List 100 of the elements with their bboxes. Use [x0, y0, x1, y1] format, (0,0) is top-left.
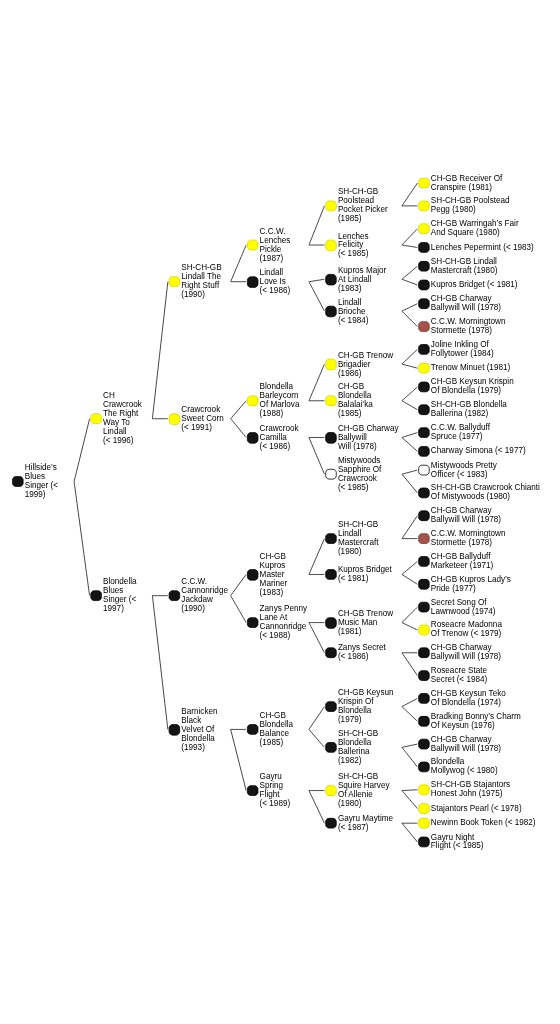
- node-label: CH-GB Warringah’s Fair And Square (1980): [430, 218, 519, 237]
- node-label: Gayru Spring Flight (< 1989): [259, 771, 291, 808]
- node-label: Hillside’s Blues Singer (< 1999): [24, 462, 59, 499]
- node-label: CH-GB Keysun Krispin Of Blondella (1979): [337, 687, 394, 724]
- node-label: Blondella Mollywog (< 1980): [430, 756, 498, 775]
- connector: [308, 728, 325, 748]
- node-label: Blondella Blues Singer (< 1997): [103, 576, 137, 613]
- connector: [401, 205, 418, 206]
- node-label: Kupros Major At Lindall (1983): [337, 265, 387, 293]
- connector: [152, 594, 169, 596]
- connector: [401, 537, 418, 539]
- connector: [308, 789, 325, 824]
- connector: [152, 280, 169, 419]
- node-label: CH-GB Charway Ballywill Will (1978): [430, 642, 501, 661]
- node-label: Joline Inkling Of Follytower (1984): [430, 339, 494, 358]
- node-label: C.C.W. Lenches Pickle (1987): [259, 226, 291, 263]
- node-label: CH-GB Kupros Master Mariner (1983): [259, 551, 288, 597]
- node-label: Secret Song Of Lawnwood (1974): [430, 597, 496, 616]
- node-label: CH-GB Keysun Teko Of Blondella (1974): [430, 688, 506, 707]
- connector: [73, 480, 90, 596]
- node-label: Charway Simona (< 1977): [430, 445, 526, 455]
- node-label: Lenches Felicity (< 1985): [337, 231, 369, 258]
- node-label: Lenches Pepermint (< 1983): [430, 242, 534, 252]
- connector: [308, 436, 325, 438]
- node-label: CH Crawcrook The Right Way To Lindall (< 1996): [103, 390, 142, 445]
- node-label: Stajantors Pearl (< 1978): [430, 803, 522, 813]
- connector: [230, 728, 247, 730]
- node-label: CH-GB Keysun Krispin Of Blondella (1979): [430, 376, 514, 395]
- node-label: C.C.W. Morningtown Stormette (1978): [430, 528, 506, 547]
- node-label: SH-CH-GB Lindall Mastercraft (1980): [430, 256, 498, 275]
- connector: [401, 573, 418, 585]
- connector: [401, 788, 418, 791]
- node-label: CH-GB Blondella Balance (1985): [259, 710, 294, 747]
- node-label: Roseacre Madonna Of Trenow (< 1979): [430, 619, 502, 638]
- connector: [308, 280, 325, 311]
- connector: [230, 573, 247, 596]
- connector: [401, 651, 418, 676]
- connector: [230, 594, 247, 623]
- node-label: C.C.W. Morningtown Stormette (1978): [430, 316, 506, 335]
- connector: [401, 348, 418, 364]
- connector: [401, 302, 418, 311]
- connector: [308, 436, 325, 475]
- connector: [401, 431, 418, 438]
- connector: [308, 278, 325, 282]
- node-label: Bradking Bonny’s Charm Of Keysun (1976): [430, 711, 521, 730]
- node-label: Kupros Bridget (< 1981): [337, 564, 392, 583]
- connector: [308, 537, 325, 575]
- connector: [401, 182, 418, 206]
- connector: [73, 417, 90, 482]
- node-label: SH-CH-GB Poolstead Pegg (1980): [430, 195, 510, 214]
- node-label: SH-CH-GB Blondella Ballerina (1982): [337, 728, 379, 765]
- node-label: Zanys Secret (< 1986): [337, 642, 386, 661]
- connector: [230, 399, 247, 419]
- connector: [401, 743, 418, 748]
- node-label: Blondella Barleycorn Of Marlova (1988): [259, 381, 300, 418]
- connector: [401, 265, 418, 280]
- node-label: SH-CH-GB Lindall Mastercraft (1980): [337, 519, 379, 556]
- connector: [401, 278, 418, 285]
- connector: [401, 822, 418, 842]
- node-label: Newinn Book Token (< 1982): [430, 817, 536, 827]
- connector: [230, 280, 247, 282]
- node-label: CH-GB Charway Ballywill Will (1978): [430, 293, 501, 312]
- node-label: CH-GB Charway Ballywill Will (1978): [337, 423, 399, 451]
- node-label: CH-GB Receiver Of Cranspire (1981): [430, 173, 503, 192]
- node-label: Mistywoods Sapphire Of Crawcrook (< 1985): [337, 455, 382, 492]
- node-label: Barnicken Black Velvet Of Blondella (1993): [181, 706, 218, 752]
- node-label: CH-GB Blondella Balalai’ka (1985): [337, 381, 373, 418]
- node-label: Kupros Bridget (< 1981): [430, 279, 518, 289]
- connector: [401, 606, 418, 623]
- connector: [308, 573, 325, 575]
- connector: [401, 386, 418, 401]
- node-label: SH-CH-GB Crawcrook Chianti Of Mistywoods (1980): [430, 482, 540, 501]
- node-label: Lindall Love Is (< 1986): [259, 267, 291, 295]
- connector: [230, 728, 247, 791]
- node-label: Crawcrook Sweet Corn (< 1991): [181, 404, 224, 432]
- connector: [308, 621, 325, 653]
- node-label: Crawcrook Camilla (< 1986): [259, 423, 299, 451]
- connector: [401, 469, 418, 475]
- connector: [308, 705, 325, 730]
- node-label: CH-GB Ballyduff Marketeer (1971): [430, 551, 494, 570]
- connector: [401, 244, 418, 248]
- node-label: C.C.W. Cannonridge Jackdaw (1990): [181, 576, 228, 613]
- node-label: CH-GB Trenow Music Man (1981): [337, 608, 394, 636]
- node-label: Gayru Night Flight (< 1985): [430, 832, 484, 850]
- node-label: Gayru Maytime (< 1987): [337, 813, 394, 832]
- connector: [308, 621, 325, 623]
- connector: [401, 399, 418, 410]
- connector: [401, 789, 418, 809]
- connector: [152, 417, 169, 419]
- node-label: SH-CH-GB Blondella Ballerina (1982): [430, 399, 507, 418]
- connector: [401, 473, 418, 493]
- node-label: CH-GB Trenow Brigadier (1986): [337, 350, 394, 377]
- node-label: SH-CH-GB Squire Harvey Of Allenie (1980): [337, 771, 390, 808]
- node-label: CH-GB Charway Ballywill Will (1978): [430, 734, 501, 753]
- connector: [230, 417, 247, 438]
- node-label: CH-GB Kupros Lady’s Pride (1977): [430, 574, 511, 593]
- node-label: Mistywoods Pretty Officer (< 1983): [430, 460, 497, 479]
- node-label: SH-CH-GB Poolstead Pocket Picker (1985): [337, 186, 388, 223]
- connector: [401, 822, 418, 824]
- node-label: C.C.W. Ballyduff Spruce (1977): [430, 422, 490, 441]
